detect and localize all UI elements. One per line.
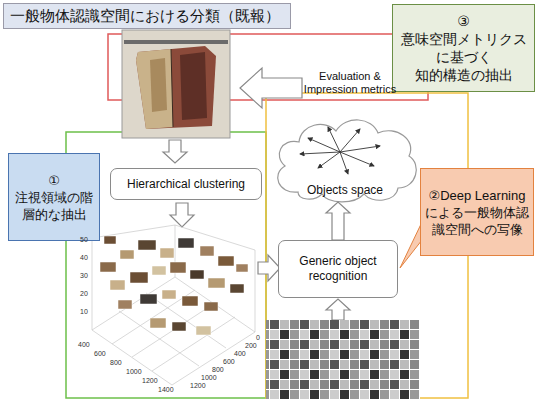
- callout-box: ②Deep Learning による一般物体認 識空間への写像: [420, 168, 534, 256]
- hollow-arrow: [240, 68, 302, 108]
- hollow-arrow: [170, 203, 194, 227]
- axis-tick-label: 600: [94, 350, 106, 358]
- node-text: ③ 意味空間メトリクス に基づく 知的構造の抽出: [399, 12, 528, 84]
- title: 一般物体認識空間における分類（既報）: [3, 3, 291, 29]
- axis-tick-label: 1000: [201, 374, 217, 382]
- cloud-shape: Objects space: [268, 110, 422, 205]
- node-text: ① 注視領域の階 層的な抽出: [12, 172, 96, 223]
- node-text: ②Deep Learning による一般物体認 識空間への写像: [423, 187, 531, 238]
- image-grid: [266, 320, 420, 400]
- arrow-label: Evaluation & Impression metrics: [292, 70, 408, 96]
- node-text: Hierarchical clustering: [127, 177, 245, 192]
- process-box: Generic object recognition: [278, 240, 398, 298]
- callout-tail: [400, 222, 422, 268]
- axis-tick-label: 800: [110, 359, 122, 367]
- plot-tiles: [100, 236, 248, 335]
- node-text: Generic object recognition: [283, 254, 393, 284]
- axis-tick-label: 20: [80, 290, 88, 298]
- axis-tick-label: 30: [80, 272, 88, 280]
- hollow-arrow: [258, 255, 280, 281]
- axis-tick-label: 50: [80, 236, 88, 244]
- axis-tick-label: 40: [80, 254, 88, 262]
- hollow-arrow: [163, 140, 187, 163]
- axis-tick-label: 400: [234, 350, 246, 358]
- axis-tick-label: 400: [78, 341, 90, 349]
- hollow-arrow: [326, 299, 350, 320]
- kimono-image: [122, 30, 230, 138]
- process-box: Hierarchical clustering: [110, 168, 262, 200]
- scatter-plot-3d: [92, 225, 255, 385]
- axis-tick-label: 1200: [190, 382, 206, 390]
- axis-tick-label: 10: [80, 308, 88, 316]
- axis-tick-label: 0: [256, 334, 260, 342]
- axis-tick-label: 600: [223, 358, 235, 366]
- callout-box: ① 注視領域の階 層的な抽出: [8, 153, 100, 241]
- axis-tick-label: 1000: [126, 368, 142, 376]
- axis-tick-label: 1200: [142, 377, 158, 385]
- axis-tick-label: 1400: [158, 386, 174, 394]
- hollow-arrow: [326, 202, 350, 240]
- node-text: Objects space: [307, 183, 383, 197]
- axis-tick-label: 200: [245, 342, 257, 350]
- callout-box: ③ 意味空間メトリクス に基づく 知的構造の抽出: [392, 4, 535, 92]
- axis-tick-label: 800: [212, 366, 224, 374]
